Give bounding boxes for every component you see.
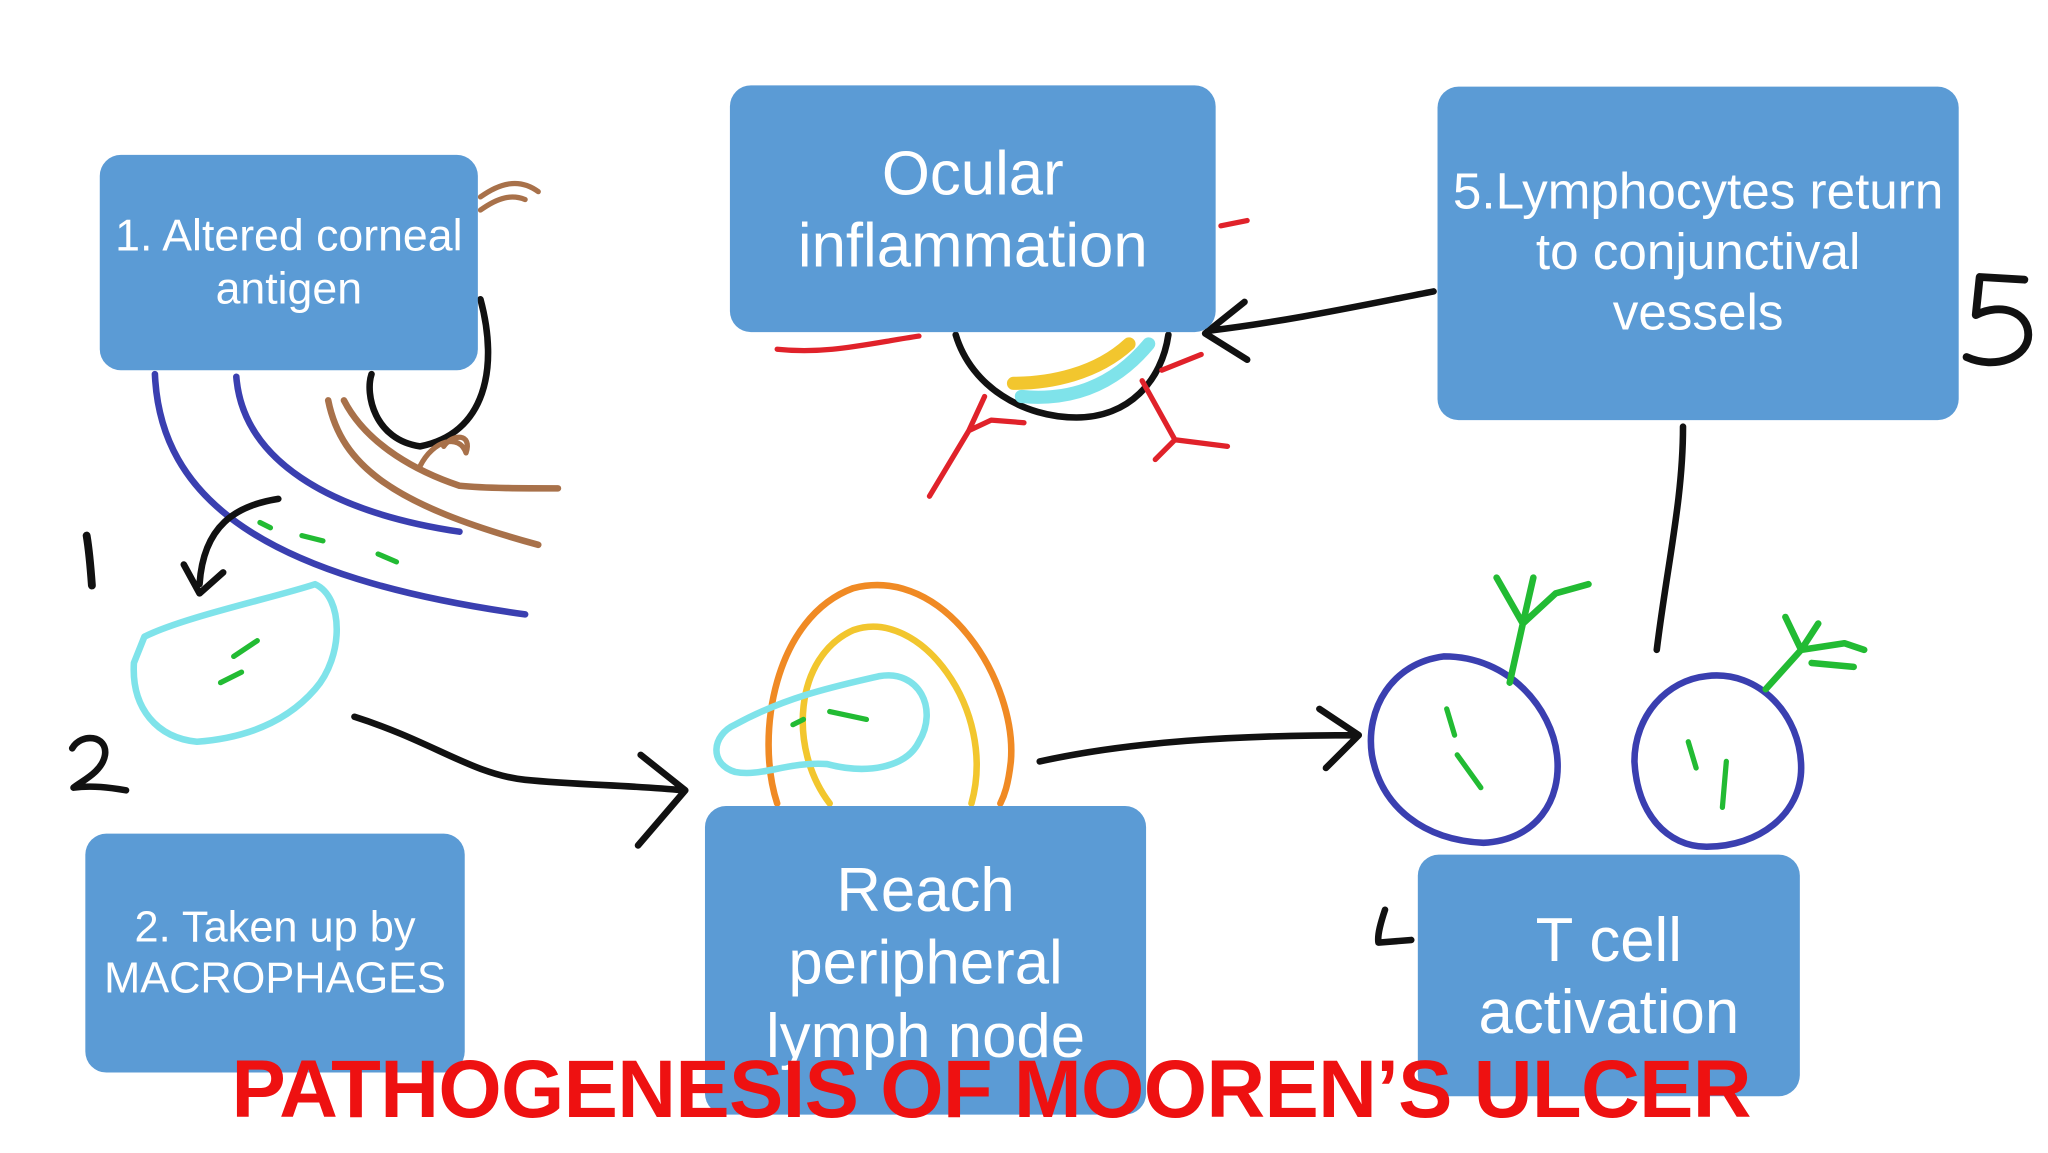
eyelid-curve <box>366 296 492 450</box>
tissue-brown-1 <box>324 397 542 549</box>
slide-title: PATHOGENESIS OF MOOREN’S ULCER <box>231 1044 1751 1136</box>
box-t-cell-activation: T cell activation <box>1417 854 1800 1097</box>
box-macrophages-label: 2. Taken up by MACROPHAGES <box>104 901 446 1002</box>
arrow-to-lymph-node <box>351 713 689 849</box>
box-taken-up-by-macrophages: 2. Taken up by MACROPHAGES <box>85 833 465 1073</box>
box-lymphocytes-label: 5.Lymphocytes return to conjunctival ves… <box>1452 164 1944 342</box>
t-cell-sketch <box>1367 574 1868 851</box>
eye-outline <box>952 331 1172 421</box>
eye-cornea-cyan <box>1014 337 1156 404</box>
lymph-node-outer <box>765 581 1015 807</box>
connector-t-cell-to-lymphocytes <box>1653 423 1687 654</box>
step-mark-2 <box>68 734 130 794</box>
box-ocular-inflammation: Ocular inflammation <box>729 85 1216 333</box>
tissue-brown-3 <box>417 434 470 469</box>
t-cell-1-receptor <box>1493 574 1592 686</box>
t-cell-1 <box>1367 653 1561 847</box>
vessel-right <box>1139 351 1231 463</box>
box-lymphocytes-return: 5.Lymphocytes return to conjunctival ves… <box>1437 86 1959 421</box>
box-tcell-label: T cell activation <box>1478 903 1740 1047</box>
tissue-brown-2 <box>340 397 562 492</box>
macrophage-antigen-1 <box>231 638 260 660</box>
lymph-node-antigen-2 <box>827 708 870 723</box>
t-cell-2-antigen <box>1685 739 1729 810</box>
t-cell-2 <box>1631 672 1805 851</box>
step-mark-5 <box>1962 273 2033 367</box>
lymph-node-macrophage <box>713 672 930 777</box>
step-mark-4 <box>1374 906 1415 946</box>
cornea-sketch <box>151 180 562 618</box>
macrophage-outline <box>130 580 341 746</box>
box-inflammation-label: Ocular inflammation <box>797 137 1148 280</box>
vessel-left-2 <box>926 393 1027 499</box>
tissue-brown-top <box>477 180 541 213</box>
vessel-top <box>1218 217 1250 229</box>
box-altered-corneal-antigen: 1. Altered corneal antigen <box>99 154 478 371</box>
box-antigen-label: 1. Altered corneal antigen <box>115 211 463 314</box>
macrophage-antigen-2 <box>217 669 245 686</box>
antigen-dash-3 <box>375 551 400 565</box>
box-reach-lymph-node: Reach peripheral lymph node <box>704 806 1147 1115</box>
macrophage-sketch <box>130 580 341 746</box>
eye-sketch <box>774 217 1250 499</box>
lymph-node-inner <box>799 623 980 807</box>
cornea-outer-curve <box>151 370 529 618</box>
arrow-to-inflammation <box>1201 288 1437 363</box>
vessel-left-1 <box>774 333 922 354</box>
lymph-node-antigen-1 <box>790 716 807 728</box>
step-mark-1 <box>82 531 96 590</box>
box-lymphnode-label: Reach peripheral lymph node <box>766 854 1086 1070</box>
antigen-dash-2 <box>299 532 326 544</box>
t-cell-2-receptor <box>1762 613 1868 693</box>
antigen-dash-1 <box>257 519 274 531</box>
eye-cornea-yellow <box>1006 337 1136 390</box>
arrow-to-t-cell <box>1036 705 1363 772</box>
t-cell-1-antigen <box>1444 706 1484 791</box>
step-1-arrow <box>180 495 282 597</box>
lymph-node-sketch <box>713 581 1015 807</box>
cornea-inner-curve <box>233 373 463 535</box>
